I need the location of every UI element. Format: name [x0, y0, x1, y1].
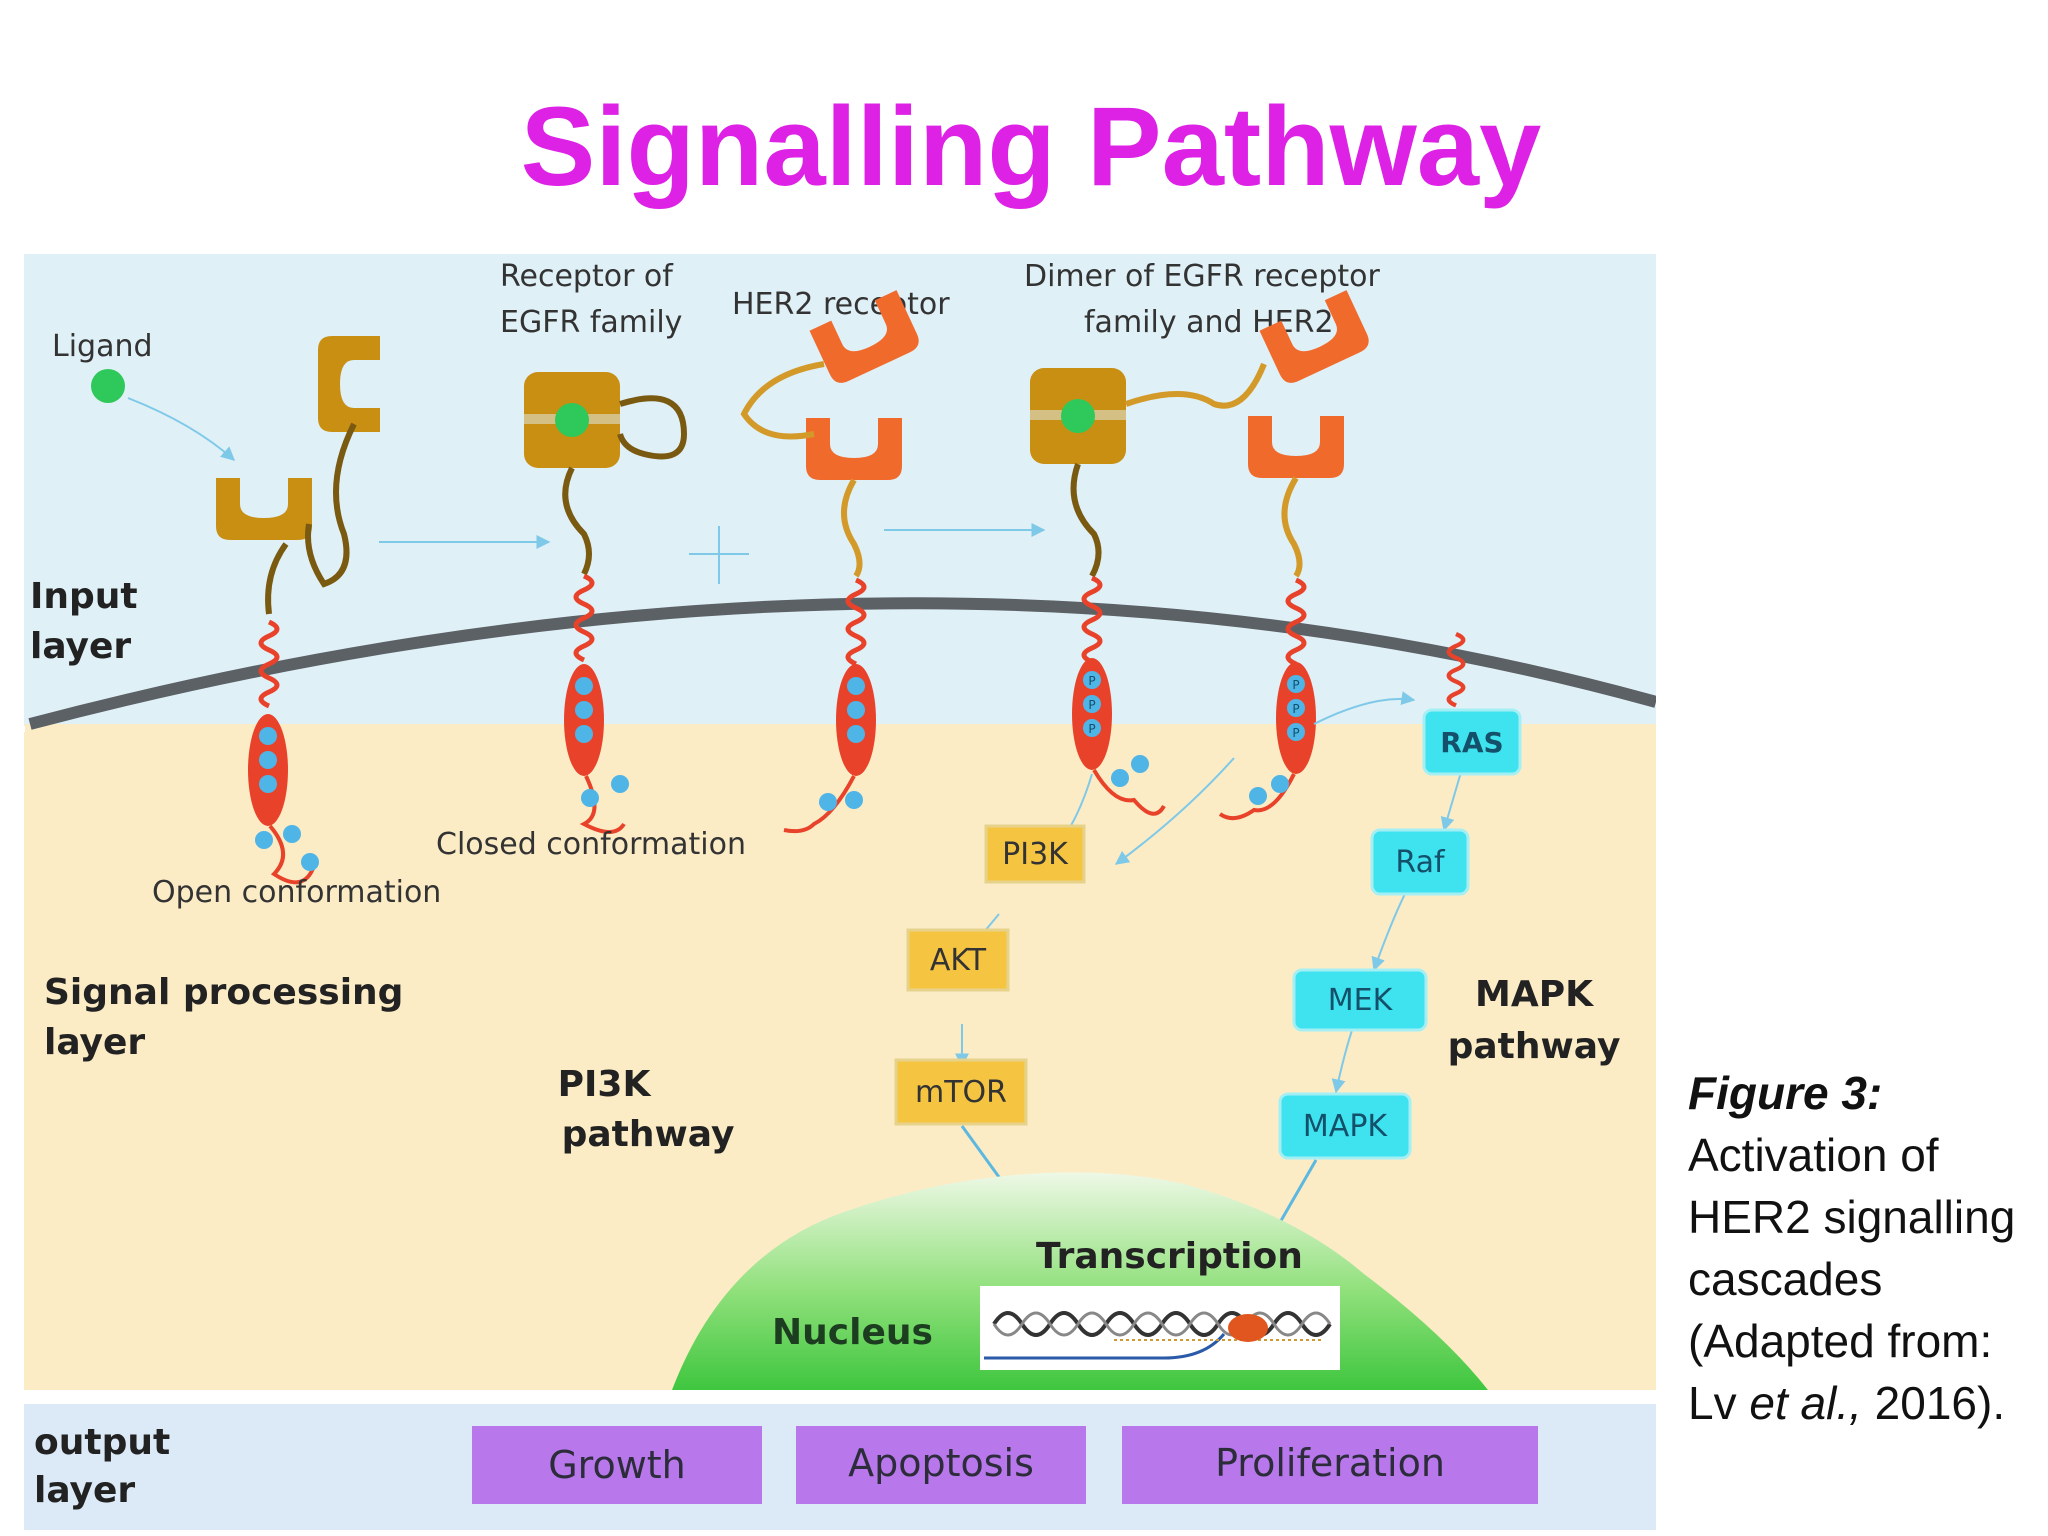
mek-box: MEK	[1292, 968, 1428, 1032]
pi3k-pathway-label-1: PI3K	[558, 1064, 652, 1105]
phospho-dot	[575, 725, 593, 743]
mapk-pathway-label-1: MAPK	[1475, 974, 1594, 1015]
signal-processing-label-1: Signal processing	[44, 972, 403, 1013]
output-layer-label-2: layer	[34, 1470, 135, 1511]
phospho-label: P	[1292, 726, 1299, 740]
phospho-label: P	[1292, 702, 1299, 716]
proliferation-box: Proliferation	[1122, 1426, 1538, 1504]
mapk-box: MAPK	[1278, 1092, 1412, 1160]
phospho-dot	[847, 677, 865, 695]
figure-caption-line1: Activation of	[1688, 1129, 1939, 1181]
input-layer-label-1: Input	[30, 576, 138, 617]
receptor-egfr-label-2: EGFR family	[500, 305, 682, 340]
figure-caption-line3: cascades	[1688, 1253, 1883, 1305]
dimer-her2-part: PPP	[1125, 290, 1373, 821]
raf-box: Raf	[1370, 828, 1470, 896]
phospho-dot	[847, 725, 865, 743]
output-layer-label-1: output	[34, 1422, 170, 1463]
phospho-dot	[1287, 675, 1305, 693]
phospho-dot	[1083, 695, 1101, 713]
svg-text:RAS: RAS	[1440, 726, 1503, 759]
ligand-molecule	[91, 369, 125, 403]
growth-box: Growth	[472, 1426, 762, 1504]
svg-text:MEK: MEK	[1328, 983, 1394, 1018]
mtor-box: mTOR	[894, 1058, 1028, 1126]
svg-text:Raf: Raf	[1395, 845, 1446, 880]
dimer-label-2: family and HER2	[1084, 305, 1334, 340]
egfr-receptor-open	[216, 336, 380, 885]
svg-text:Proliferation: Proliferation	[1215, 1441, 1445, 1485]
signal-processing-label-2: layer	[44, 1022, 145, 1063]
dimer-label-1: Dimer of EGFR receptor	[1024, 259, 1381, 294]
input-layer-label-2: layer	[30, 626, 131, 667]
nucleus-label: Nucleus	[772, 1312, 933, 1353]
phospho-dot	[1083, 671, 1101, 689]
figure-caption-title: Figure 3:	[1688, 1067, 1883, 1119]
receptor-egfr-label-1: Receptor of	[500, 259, 674, 294]
phospho-dot	[1083, 719, 1101, 737]
svg-text:MAPK: MAPK	[1303, 1109, 1388, 1144]
closed-conformation-label: Closed conformation	[436, 827, 746, 862]
phospho-dot	[847, 701, 865, 719]
phospho-label: P	[1088, 674, 1095, 688]
page-title: Signalling Pathway	[520, 84, 1542, 209]
svg-text:AKT: AKT	[930, 943, 987, 978]
akt-box: AKT	[906, 928, 1010, 992]
figure-caption-line5: Lv et al., 2016).	[1688, 1377, 2006, 1429]
figure-caption: Figure 3: Activation of HER2 signalling …	[1688, 1062, 2038, 1434]
ligand-label: Ligand	[52, 329, 153, 364]
cell-membrane	[28, 597, 1656, 730]
pi3k-box: PI3K	[984, 824, 1086, 884]
transcription-label: Transcription	[1036, 1236, 1303, 1277]
phospho-dot	[1287, 723, 1305, 741]
phospho-dot	[575, 701, 593, 719]
her2-receptor-label: HER2 receptor	[732, 287, 950, 322]
phospho-dot	[259, 775, 277, 793]
svg-text:Apoptosis: Apoptosis	[848, 1441, 1034, 1485]
phospho-label: P	[1088, 722, 1095, 736]
dimer-egfr-part: PPP	[1030, 368, 1166, 816]
svg-text:mTOR: mTOR	[915, 1075, 1007, 1110]
input-layer-region	[24, 254, 1656, 724]
pi3k-pathway-label-2: pathway	[562, 1114, 735, 1155]
phospho-dot	[259, 727, 277, 745]
signalling-diagram: Ligand Receptor of EGFR family HER2 rece…	[24, 254, 1656, 1530]
svg-text:PI3K: PI3K	[1002, 837, 1069, 872]
ras-box: RAS	[1422, 708, 1522, 776]
phospho-label: P	[1088, 698, 1095, 712]
mapk-pathway-label-2: pathway	[1448, 1026, 1621, 1067]
figure-caption-line2: HER2 signalling	[1688, 1191, 2016, 1243]
svg-text:Growth: Growth	[548, 1443, 686, 1487]
her2-receptor	[740, 290, 923, 834]
apoptosis-box: Apoptosis	[796, 1426, 1086, 1504]
dna-strand	[980, 1286, 1340, 1370]
open-conformation-label: Open conformation	[152, 875, 441, 910]
phospho-dot	[259, 751, 277, 769]
egfr-receptor-closed	[524, 372, 688, 834]
figure-caption-line4: (Adapted from:	[1688, 1315, 1993, 1367]
phospho-dot	[1287, 699, 1305, 717]
phospho-label: P	[1292, 678, 1299, 692]
phospho-dot	[575, 677, 593, 695]
